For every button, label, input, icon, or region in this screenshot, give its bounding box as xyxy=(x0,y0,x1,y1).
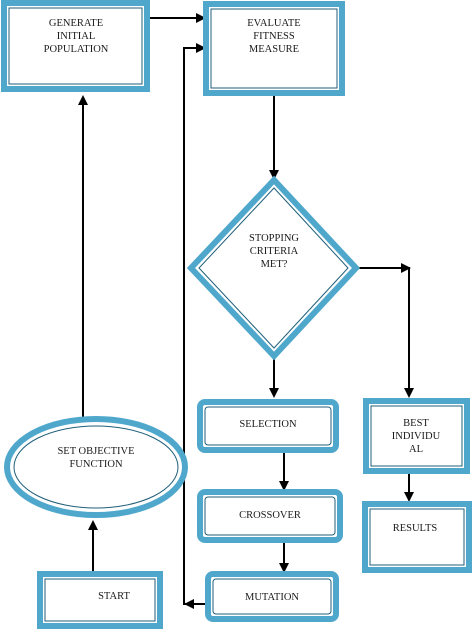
evaluate-fitness-measure-label-line: FITNESS xyxy=(253,31,295,42)
node-crossover: CROSSOVER xyxy=(197,489,343,543)
evaluate-fitness-measure-label-line: EVALUATE xyxy=(247,18,300,29)
mutation-label-line: MUTATION xyxy=(245,592,299,603)
stopping-criteria-met-label-line: MET? xyxy=(261,259,288,270)
node-generate-initial-population: GENERATE INITIAL POPULATION xyxy=(1,0,150,92)
node-best-individual: BEST INDIVIDU AL xyxy=(363,398,470,474)
generate-initial-population-label-line: GENERATE xyxy=(49,18,103,29)
connectors xyxy=(78,13,414,609)
evaluate-fitness-measure-label-line: MEASURE xyxy=(249,44,299,55)
best-individual-label-line: INDIVIDU xyxy=(392,431,441,442)
node-mutation: MUTATION xyxy=(205,571,339,622)
node-start: START xyxy=(37,571,163,629)
node-stopping-criteria-met-decision: STOPPING CRITERIA MET? xyxy=(186,175,361,361)
generate-initial-population-label-line: INITIAL xyxy=(57,31,95,42)
generate-initial-population-label-line: POPULATION xyxy=(44,44,109,55)
best-individual-label-line: BEST xyxy=(403,418,429,429)
start-label-line: START xyxy=(98,591,130,602)
node-evaluate-fitness-measure: EVALUATE FITNESS MEASURE xyxy=(203,1,345,96)
node-results: RESULTS xyxy=(362,501,472,573)
arrow-stopping-to-best xyxy=(356,267,414,398)
set-objective-function-label-line: FUNCTION xyxy=(69,459,123,470)
stopping-criteria-met-label-line: CRITERIA xyxy=(250,246,299,257)
best-individual-label-line: AL xyxy=(409,444,423,455)
set-objective-function-label-line: SET OBJECTIVE xyxy=(57,446,134,457)
stopping-criteria-met-label-line: STOPPING xyxy=(249,233,299,244)
selection-label-line: SELECTION xyxy=(239,419,297,430)
node-selection: SELECTION xyxy=(197,399,339,453)
results-label-line: RESULTS xyxy=(393,523,438,534)
crossover-label-line: CROSSOVER xyxy=(239,510,301,521)
node-set-objective-function: SET OBJECTIVE FUNCTION xyxy=(4,416,188,518)
